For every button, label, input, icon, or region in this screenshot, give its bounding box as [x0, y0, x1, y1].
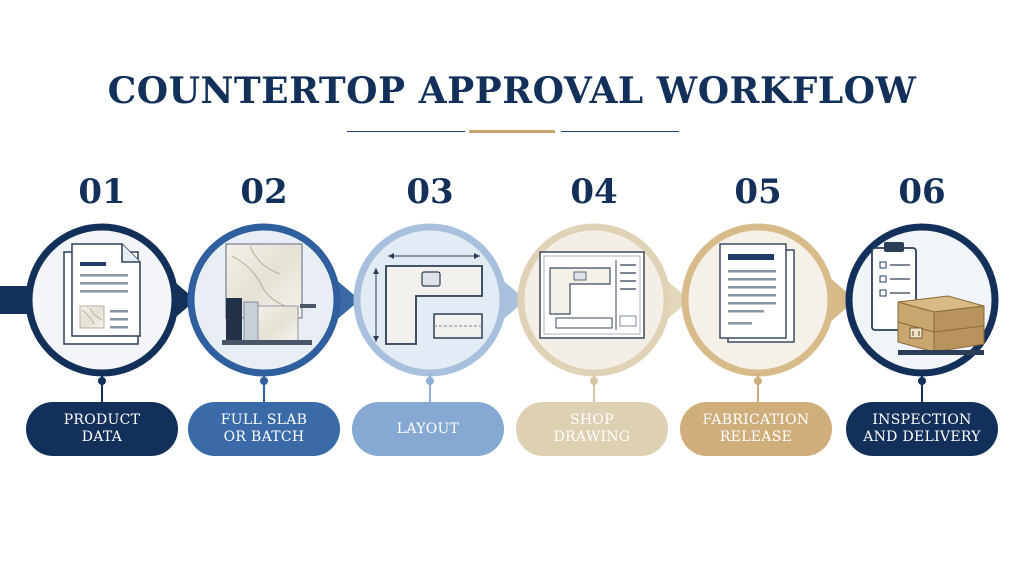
title-divider-right	[561, 131, 679, 132]
step-2-label: FULL SLAB OR BATCH	[188, 402, 340, 456]
step-3-number: 03	[406, 172, 454, 212]
clipboard-and-crate-icon	[871, 242, 985, 355]
step-5-label: FABRICATION RELEASE	[680, 402, 832, 456]
step-3-label: LAYOUT	[352, 402, 504, 456]
stems	[98, 373, 926, 402]
step-5-number: 05	[734, 172, 782, 212]
l-shaped-layout-plan-icon	[373, 253, 483, 345]
blueprint-drawing-icon	[539, 251, 645, 339]
step-6-label: INSPECTION AND DELIVERY	[846, 402, 998, 456]
step-1-label: PRODUCT DATA	[26, 402, 178, 456]
connector-arrow-3	[500, 278, 526, 322]
connector-arrow-2	[334, 278, 360, 322]
connector-arrow-4	[664, 278, 690, 322]
step-3-circle	[353, 223, 507, 377]
document-with-marble-swatch-icon	[63, 243, 141, 345]
step-4-number: 04	[570, 172, 618, 212]
slab-rack-icon	[222, 243, 316, 345]
title-divider-left	[347, 131, 465, 132]
step-4-label: SHOP DRAWING	[516, 402, 668, 456]
step-2-number: 02	[240, 172, 288, 212]
title-divider-center	[469, 130, 555, 133]
release-document-icon	[719, 243, 795, 343]
step-1-number: 01	[78, 172, 126, 212]
connector-arrow-5	[830, 278, 856, 322]
step-6-number: 06	[898, 172, 946, 212]
page-title: COUNTERTOP APPROVAL WORKFLOW	[107, 70, 917, 112]
